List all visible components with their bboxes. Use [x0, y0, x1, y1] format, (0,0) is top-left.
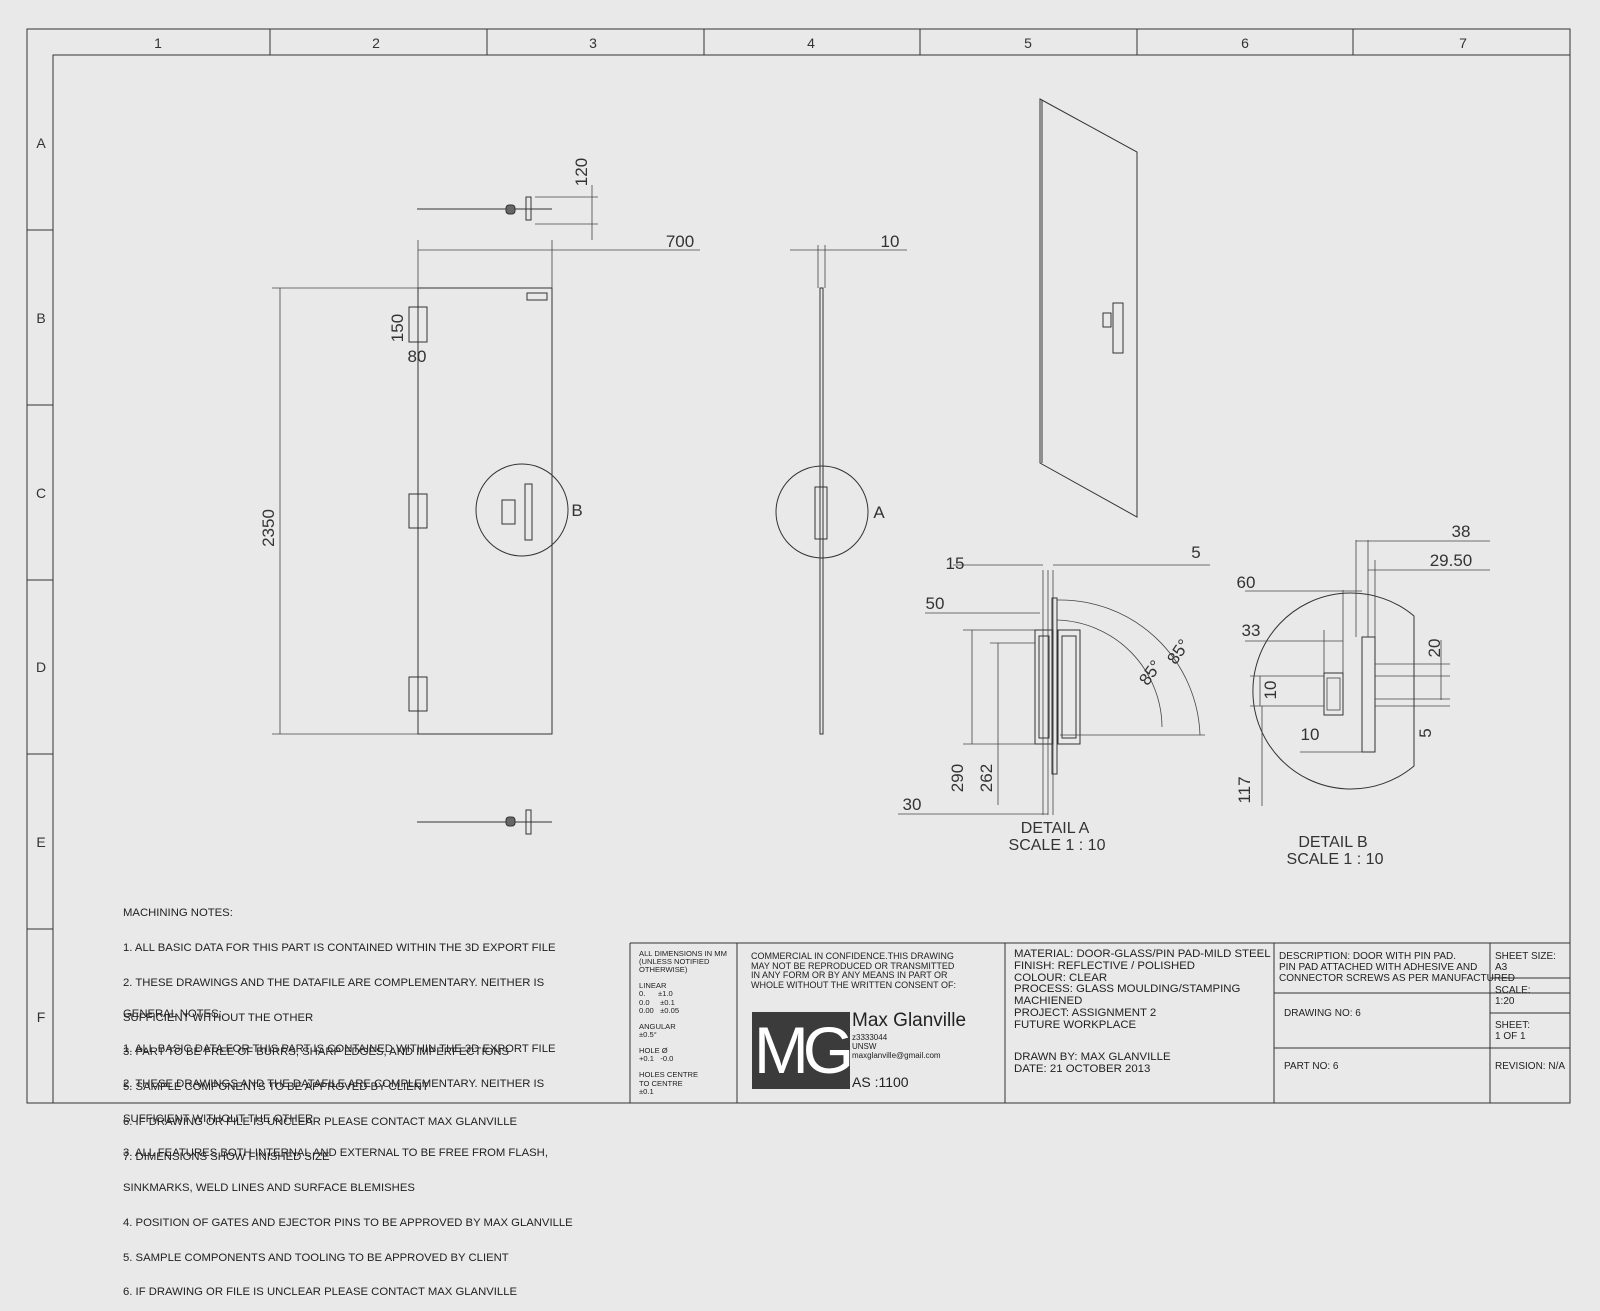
author-contact: z3333044 UNSW maxglanville@gmail.com — [852, 1033, 941, 1060]
detail-a-dim-30: 30 — [903, 795, 922, 814]
detail-a-dim-50: 50 — [926, 594, 945, 613]
sheet-size: SHEET SIZE: A3 — [1495, 951, 1556, 973]
detail-a-scale: SCALE 1 : 10 — [1009, 837, 1106, 854]
row-label-a: A — [36, 135, 46, 151]
detail-a-dim-5: 5 — [1191, 543, 1200, 562]
general-note-line: 3. ALL FEATURES BOTH INTERNAL AND EXTERN… — [123, 1147, 548, 1160]
callout-b: B — [571, 501, 582, 520]
author-name: Max Glanville — [852, 1010, 967, 1031]
part-description: DESCRIPTION: DOOR WITH PIN PAD. PIN PAD … — [1279, 951, 1515, 984]
general-note-line: 5. SAMPLE COMPONENTS AND TOOLING TO BE A… — [123, 1251, 509, 1264]
confidentiality-notice: COMMERCIAL IN CONFIDENCE.THIS DRAWING MA… — [751, 951, 957, 990]
dim-120: 120 — [572, 158, 591, 186]
machining-note-line: SUFFICIENT WITHOUT THE OTHER — [123, 1011, 314, 1024]
dim-80: 80 — [408, 347, 427, 366]
dim-700: 700 — [666, 232, 694, 251]
col-label-3: 3 — [589, 35, 597, 51]
general-note-line: SINKMARKS, WELD LINES AND SURFACE BLEMIS… — [123, 1182, 415, 1195]
detail-a-title: DETAIL A — [1021, 820, 1090, 837]
callout-a: A — [873, 503, 885, 522]
row-label-b: B — [36, 310, 45, 326]
general-note-line: 6. IF DRAWING OR FILE IS UNCLEAR PLEASE … — [123, 1286, 518, 1299]
general-note-line: 1. ALL BASIC DATA FOR THIS PART IS CONTA… — [123, 1042, 556, 1055]
detail-b-dim-20: 20 — [1425, 639, 1444, 658]
front-view — [272, 240, 700, 735]
machining-note-line: 2. THESE DRAWINGS AND THE DATAFILE ARE C… — [123, 976, 545, 989]
detail-b-title: DETAIL B — [1298, 834, 1367, 851]
detail-b-dim-33: 33 — [1242, 621, 1261, 640]
col-label-1: 1 — [154, 35, 162, 51]
general-note-line: 2. THESE DRAWINGS AND THE DATAFILE ARE C… — [123, 1077, 545, 1090]
general-notes-heading: GENERAL NOTES: — [123, 1008, 222, 1021]
detail-b-scale: SCALE 1 : 10 — [1287, 851, 1384, 868]
machining-note-line: 5. SAMPLE COMPONENTS TO BE APPROVED BY C… — [123, 1081, 429, 1094]
detail-b-dim-117: 117 — [1235, 776, 1254, 803]
detail-a-view — [898, 564, 1210, 815]
inner-border — [52, 54, 1571, 1104]
col-label-6: 6 — [1241, 35, 1249, 51]
detail-a-dim-290: 290 — [948, 764, 967, 792]
row-dividers — [27, 229, 53, 930]
dim-150: 150 — [388, 314, 407, 342]
col-label-7: 7 — [1459, 35, 1467, 51]
general-note-line: 4. POSITION OF GATES AND EJECTOR PINS TO… — [123, 1216, 573, 1229]
material-specification: MATERIAL: DOOR-GLASS/PIN PAD-MILD STEEL … — [1014, 948, 1271, 1031]
column-dividers — [269, 29, 1354, 55]
general-note-line: SUFFICIENT WITHOUT THE OTHER — [123, 1112, 314, 1125]
general-notes: GENERAL NOTES: 1. ALL BASIC DATA FOR THI… — [123, 986, 573, 1311]
machining-note-line: 3. PART TO BE FREE OF BURRS, SHARP EDGES… — [123, 1046, 510, 1059]
detail-a-dim-85-outer: 85° — [1163, 636, 1193, 668]
tolerances-block: ALL DIMENSIONS IN MM (UNLESS NOTIFIED OT… — [639, 949, 727, 1096]
drawing-standard: AS :1100 — [852, 1074, 909, 1090]
bottom-view — [417, 809, 552, 835]
drawn-by-date: DRAWN BY: MAX GLANVILLE DATE: 21 OCTOBER… — [1014, 1051, 1171, 1075]
side-view — [775, 245, 907, 735]
row-label-d: D — [36, 659, 46, 675]
row-label-f: F — [37, 1009, 46, 1025]
col-label-2: 2 — [372, 35, 380, 51]
revision: REVISION: N/A — [1495, 1061, 1566, 1072]
machining-notes-heading: MACHINING NOTES: — [123, 907, 233, 920]
detail-a-dim-15: 15 — [946, 554, 965, 573]
row-label-e: E — [36, 834, 45, 850]
dim-10-side: 10 — [881, 232, 900, 251]
detail-a-dim-85-inner: 85° — [1135, 657, 1165, 689]
col-label-5: 5 — [1024, 35, 1032, 51]
scale: SCALE: 1:20 — [1495, 985, 1531, 1007]
engineering-drawing: 1 2 3 4 5 6 7 A B C D E F 120 — [26, 28, 1571, 1104]
detail-b-dim-38: 38 — [1452, 522, 1471, 541]
part-number: PART NO: 6 — [1284, 1061, 1339, 1072]
detail-b-dim-10-horizontal: 10 — [1301, 725, 1320, 744]
machining-note-line: 1. ALL BASIC DATA FOR THIS PART IS CONTA… — [123, 941, 556, 954]
drawing-number: DRAWING NO: 6 — [1284, 1008, 1361, 1019]
col-label-4: 4 — [807, 35, 815, 51]
detail-b-view — [1245, 540, 1490, 806]
detail-b-dim-60: 60 — [1237, 573, 1256, 592]
dim-2350: 2350 — [259, 509, 278, 547]
isometric-view — [1039, 98, 1138, 518]
detail-b-dim-5: 5 — [1416, 728, 1435, 737]
detail-b-dim-29-50: 29.50 — [1430, 551, 1473, 570]
top-view — [417, 185, 598, 240]
mg-logo: MG — [752, 1012, 854, 1089]
title-block-grid — [629, 942, 1570, 1103]
sheet-count: SHEET: 1 OF 1 — [1495, 1020, 1531, 1042]
detail-b-dim-10-vertical: 10 — [1261, 681, 1280, 700]
row-label-c: C — [36, 485, 46, 501]
machining-note-line: 6. IF DRAWING OR FILE IS UNCLEAR PLEASE … — [123, 1115, 518, 1128]
detail-a-dim-262: 262 — [977, 764, 996, 792]
